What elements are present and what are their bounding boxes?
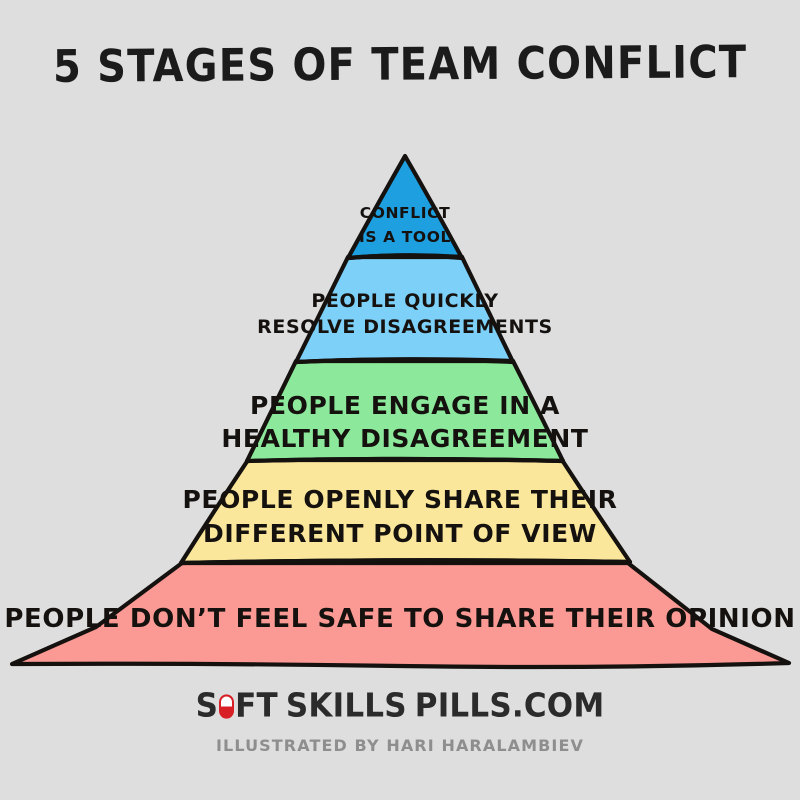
brand-ft: FT bbox=[235, 686, 278, 726]
tier-top-line-1: CONFLICT bbox=[360, 204, 451, 222]
illustrator-credit: ILLUSTRATED BY HARI HARALAMBIEV bbox=[216, 736, 584, 755]
divider-fourth bbox=[178, 558, 633, 566]
brand-skills: SKILLS bbox=[285, 686, 407, 726]
tier-fourth-line-1: PEOPLE OPENLY SHARE THEIR bbox=[182, 485, 617, 514]
tier-top-line-2: IS A TOOL bbox=[359, 228, 451, 246]
divider-top bbox=[345, 253, 465, 261]
tier-base-line-1: PEOPLE DON’T FEEL SAFE TO SHARE THEIR OP… bbox=[4, 604, 795, 634]
brand-logo[interactable]: S FT SKILLS PILLS.COM bbox=[196, 687, 605, 725]
footer: S FT SKILLS PILLS.COM ILLUSTRATED BY HAR… bbox=[0, 687, 800, 755]
brand-s: S bbox=[195, 686, 219, 726]
tier-middle-line-1: PEOPLE ENGAGE IN A bbox=[250, 391, 560, 420]
tier-middle-line-2: HEALTHY DISAGREEMENT bbox=[221, 424, 588, 453]
tier-second-line-2: RESOLVE DISAGREEMENTS bbox=[257, 316, 553, 338]
tier-fourth-line-2: DIFFERENT POINT OF VIEW bbox=[203, 519, 597, 548]
pyramid-tier-base bbox=[9, 560, 792, 670]
divider-second bbox=[293, 357, 516, 365]
divider-middle bbox=[244, 456, 566, 464]
tier-second-line-1: PEOPLE QUICKLY bbox=[311, 290, 498, 312]
pill-icon bbox=[219, 694, 235, 719]
brand-pills-com: PILLS.COM bbox=[414, 686, 605, 726]
